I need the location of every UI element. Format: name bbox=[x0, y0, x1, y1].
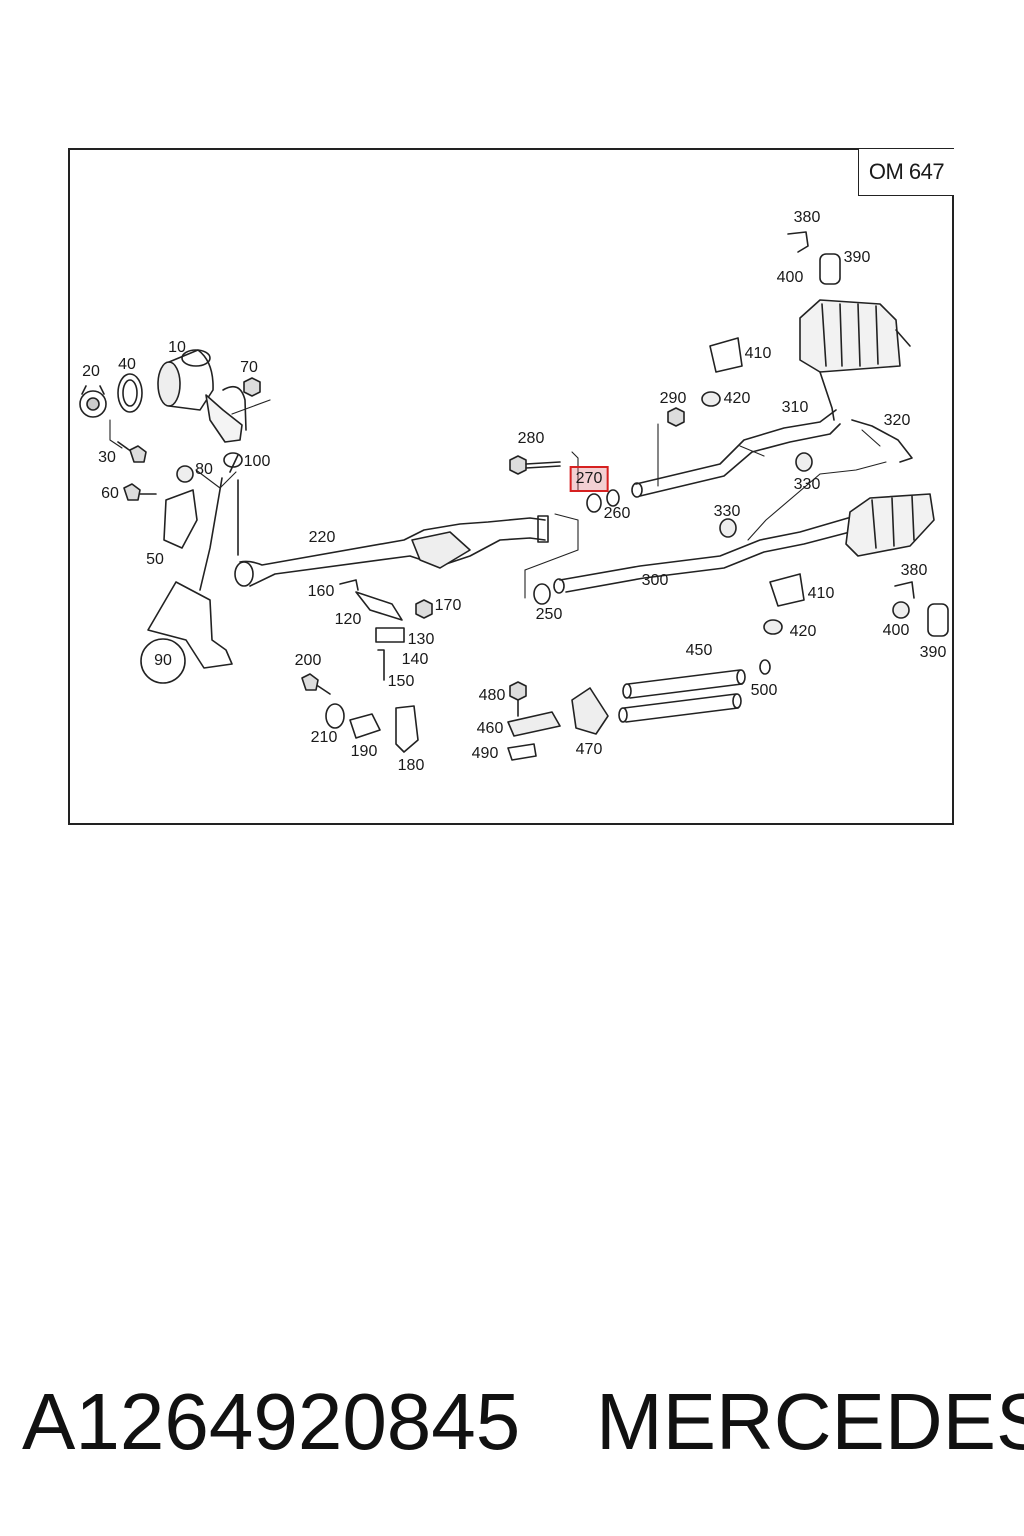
pipe-310-drawing bbox=[631, 409, 841, 498]
part-callout[interactable]: 450 bbox=[685, 642, 713, 659]
bracket-410-upper-drawing bbox=[709, 337, 743, 373]
part-callout[interactable]: 70 bbox=[240, 359, 258, 376]
part-callout[interactable]: 390 bbox=[843, 249, 871, 266]
part-callout[interactable]: 60 bbox=[101, 485, 119, 502]
rear-silencer-upper-drawing bbox=[799, 299, 911, 421]
rings-260-270-drawing bbox=[586, 489, 620, 513]
part-callout[interactable]: 400 bbox=[882, 622, 910, 639]
part-callout[interactable]: 170 bbox=[434, 597, 462, 614]
part-callout[interactable]: 200 bbox=[294, 652, 322, 669]
bracket-320-drawing bbox=[851, 419, 913, 463]
part-callout[interactable]: 300 bbox=[641, 572, 669, 589]
part-callout[interactable]: 290 bbox=[659, 390, 687, 407]
part-callout[interactable]: 140 bbox=[401, 651, 429, 668]
part-callout[interactable]: 320 bbox=[883, 412, 911, 429]
engine-model-label: OM 647 bbox=[858, 149, 954, 196]
rubber-400-lower-drawing bbox=[892, 601, 910, 619]
part-callout[interactable]: 310 bbox=[781, 399, 809, 416]
part-callout[interactable]: 120 bbox=[334, 611, 362, 628]
bracket-460-drawing bbox=[507, 711, 561, 737]
clamp-20-drawing bbox=[79, 385, 107, 418]
part-callout[interactable]: 250 bbox=[535, 606, 563, 623]
part-callout[interactable]: 500 bbox=[750, 682, 778, 699]
shield-90-drawing bbox=[140, 477, 233, 684]
rubber-330-upper-drawing bbox=[795, 452, 813, 472]
part-callout[interactable]: 130 bbox=[407, 631, 435, 648]
bolt-60-drawing bbox=[123, 483, 157, 501]
gasket-100-drawing bbox=[223, 452, 243, 468]
leader-lines bbox=[109, 399, 887, 599]
pipes-450-drawing bbox=[618, 669, 746, 723]
part-callout[interactable]: 210 bbox=[310, 729, 338, 746]
part-callout[interactable]: 150 bbox=[387, 673, 415, 690]
part-callout[interactable]: 400 bbox=[776, 269, 804, 286]
nut-70-drawing bbox=[243, 377, 261, 397]
part-callout[interactable]: 10 bbox=[168, 339, 186, 356]
part-callout[interactable]: 390 bbox=[919, 644, 947, 661]
part-callout[interactable]: 490 bbox=[471, 745, 499, 762]
part-callout[interactable]: 80 bbox=[195, 461, 213, 478]
bracket-parts-120-180-drawing bbox=[339, 579, 433, 753]
seal-ring-40-drawing bbox=[117, 373, 143, 413]
bolt-280-drawing bbox=[509, 455, 561, 475]
part-callout[interactable]: 190 bbox=[350, 743, 378, 760]
part-callout[interactable]: 380 bbox=[900, 562, 928, 579]
part-callout[interactable]: 410 bbox=[807, 585, 835, 602]
part-callout[interactable]: 260 bbox=[603, 505, 631, 522]
part-callout[interactable]: 180 bbox=[397, 757, 425, 774]
part-callout[interactable]: 280 bbox=[517, 430, 545, 447]
part-callout[interactable]: 330 bbox=[793, 476, 821, 493]
brand-name: MERCEDES bbox=[596, 1377, 1024, 1466]
part-callout[interactable]: 460 bbox=[476, 720, 504, 737]
ring-500-drawing bbox=[759, 659, 771, 675]
part-callout[interactable]: 330 bbox=[713, 503, 741, 520]
rubber-420-lower-drawing bbox=[763, 619, 783, 635]
pipe-300-drawing bbox=[553, 517, 851, 594]
part-callout[interactable]: 220 bbox=[308, 529, 336, 546]
rear-silencer-lower-drawing bbox=[845, 493, 935, 557]
part-callout[interactable]: 40 bbox=[118, 356, 136, 373]
part-callout[interactable]: 20 bbox=[82, 363, 100, 380]
exploded-parts-diagram bbox=[68, 148, 954, 825]
clip-490-drawing bbox=[507, 743, 537, 761]
sleeve-80-drawing bbox=[176, 465, 194, 483]
bracket-410-lower-drawing bbox=[769, 573, 805, 607]
part-callout[interactable]: 160 bbox=[307, 583, 335, 600]
mount-parts-190-210-drawing bbox=[301, 673, 381, 739]
part-callout[interactable]: 100 bbox=[243, 453, 271, 470]
bolt-30-drawing bbox=[117, 441, 147, 463]
part-callout[interactable]: 30 bbox=[98, 449, 116, 466]
part-callout[interactable]: 50 bbox=[146, 551, 164, 568]
part-callout[interactable]: 410 bbox=[744, 345, 772, 362]
exhaust-system-drawing bbox=[79, 231, 949, 761]
part-callout[interactable]: 470 bbox=[575, 741, 603, 758]
part-callout[interactable]: 380 bbox=[793, 209, 821, 226]
part-callout[interactable]: 420 bbox=[723, 390, 751, 407]
catalytic-converter-10-drawing bbox=[157, 349, 247, 443]
part-callout[interactable]: 420 bbox=[789, 623, 817, 640]
nut-290-drawing bbox=[667, 407, 685, 427]
part-number: A1264920845 bbox=[22, 1377, 521, 1466]
ring-250-drawing bbox=[533, 583, 551, 605]
bolt-480-drawing bbox=[509, 681, 527, 717]
hanger-380-390-upper-drawing bbox=[787, 231, 841, 285]
bracket-50-drawing bbox=[163, 489, 198, 549]
part-callout[interactable]: 90 bbox=[154, 652, 172, 669]
part-callout-highlighted[interactable]: 270 bbox=[569, 466, 609, 492]
rubber-420-upper-drawing bbox=[701, 391, 721, 407]
part-callout[interactable]: 480 bbox=[478, 687, 506, 704]
hanger-380-390-lower-drawing bbox=[894, 581, 949, 637]
rubber-330-lower-drawing bbox=[719, 518, 737, 538]
front-pipe-220-drawing bbox=[229, 454, 549, 587]
hanger-470-drawing bbox=[571, 687, 609, 735]
